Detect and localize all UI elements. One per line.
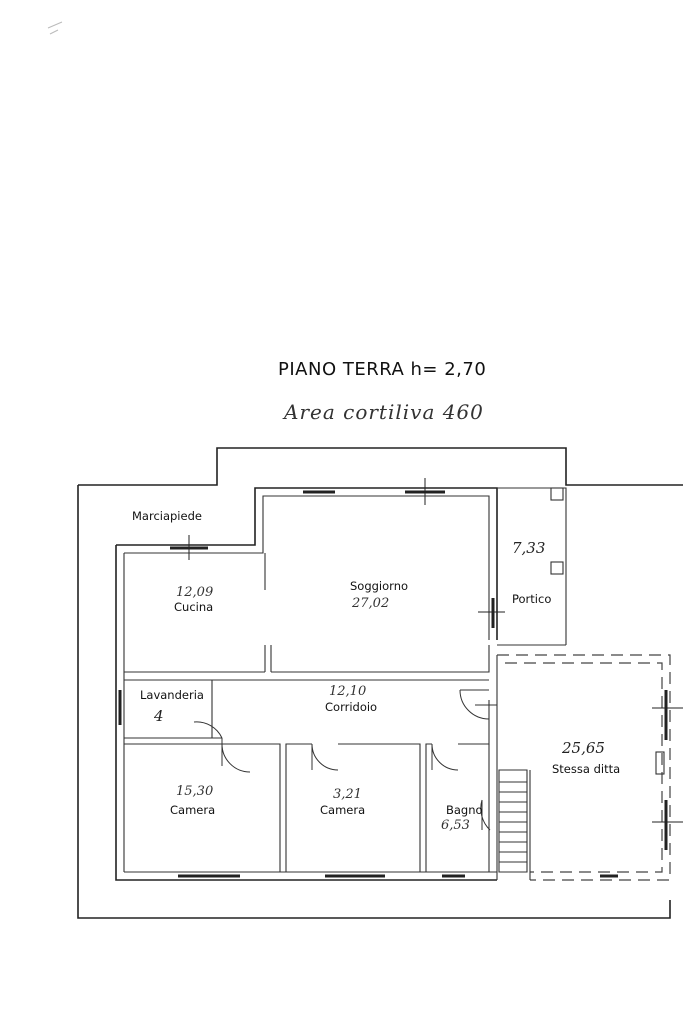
building-wall-left: [115, 545, 497, 881]
room-area-lavanderia: 4: [153, 707, 164, 725]
room-area-stessa-ditta: 25,65: [561, 739, 605, 757]
room-label-lavanderia: Lavanderia: [140, 688, 204, 702]
scan-mark: [47, 21, 63, 35]
building-wall-top-inner: [124, 495, 490, 640]
wall-camera2-right: [338, 743, 421, 872]
room-label-portico: Portico: [512, 592, 551, 606]
handwritten-note: Area cortiliva 460: [282, 400, 484, 424]
wall-camera1-right: [250, 743, 281, 872]
stessa-ditta-outline-inner: [505, 662, 663, 873]
room-label-corridoio: Corridoio: [325, 700, 377, 714]
property-boundary: [77, 485, 671, 919]
room-area-corridoio: 12,10: [329, 684, 366, 699]
wall-bagno-top: [458, 700, 490, 745]
stessa-ditta-outline: [497, 654, 671, 881]
wall-soggiorno-bottom: [271, 645, 490, 673]
wall-bagno-left: [425, 743, 432, 872]
room-area-bagno: 6,53: [441, 818, 470, 833]
stairs: [498, 769, 528, 873]
room-area-cucina: 12,09: [176, 585, 213, 600]
room-area-camera-1: 15,30: [176, 784, 213, 799]
doors: [193, 689, 497, 831]
room-label-camera-1: Camera: [170, 803, 215, 817]
room-label-marciapiede: Marciapiede: [132, 509, 202, 523]
room-label-bagno: Bagno: [446, 803, 483, 817]
room-label-soggiorno: Soggiorno: [350, 579, 408, 593]
wall-bagno-right: [488, 744, 497, 873]
room-area-portico: 7,33: [512, 539, 545, 557]
wall-camera2-left: [285, 743, 312, 872]
portico-outline: [497, 487, 567, 645]
plan-title: PIANO TERRA h= 2,70: [278, 359, 486, 380]
room-label-stessa-ditta: Stessa ditta: [552, 762, 620, 776]
building-wall-top: [116, 487, 498, 640]
room-label-cucina: Cucina: [174, 600, 213, 614]
portico-pillar: [550, 561, 564, 575]
windows: [118, 478, 683, 878]
room-area-soggiorno: 27,02: [351, 596, 389, 611]
property-boundary-top: [78, 447, 683, 486]
portico-pillar: [550, 487, 564, 501]
room-area-camera-2: 3,21: [333, 787, 362, 802]
room-label-camera-2: Camera: [320, 803, 365, 817]
